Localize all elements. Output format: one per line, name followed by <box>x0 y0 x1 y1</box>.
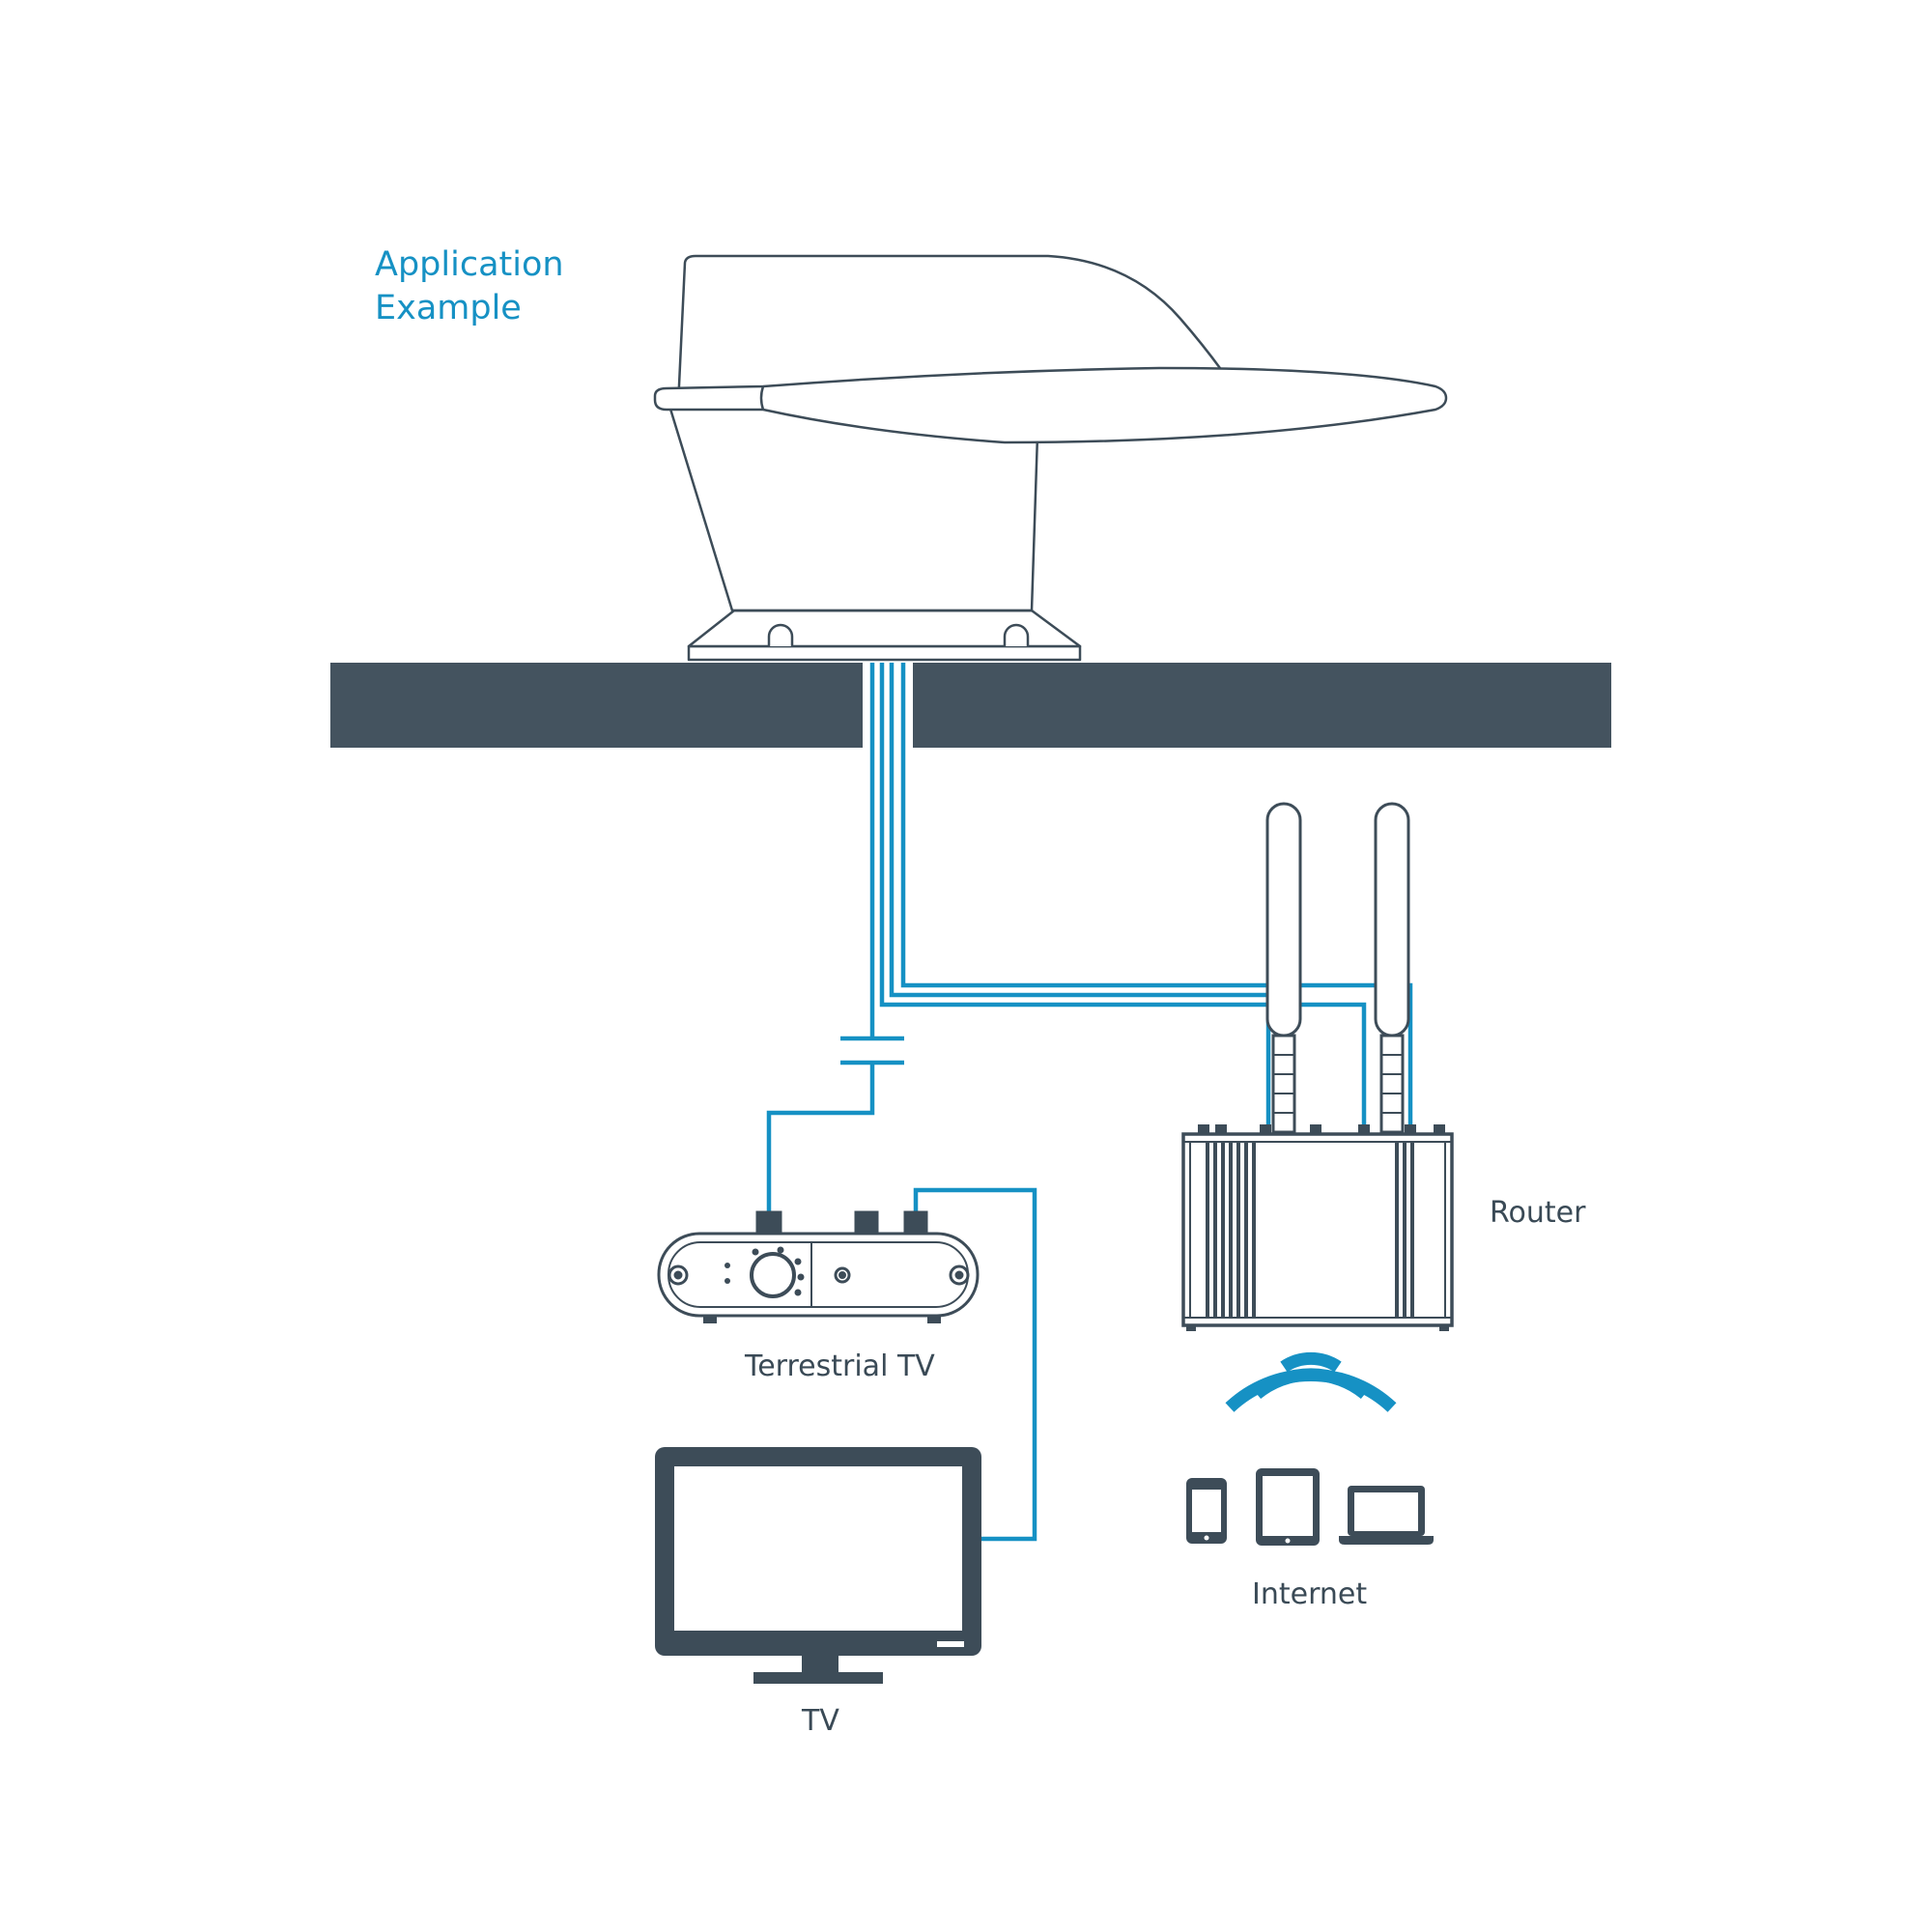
cable-to-router-3 <box>900 663 1413 1125</box>
router-heatsink-left <box>1206 1142 1256 1318</box>
router-port-6 <box>1405 1124 1416 1134</box>
tv-receiver-icon <box>657 1210 980 1323</box>
router-foot-left <box>1186 1325 1196 1331</box>
cable-receiver-to-tv <box>913 1187 1037 1542</box>
router-heatsink-right <box>1395 1142 1414 1318</box>
internet-label: Internet <box>1252 1577 1368 1611</box>
receiver-jack <box>834 1266 851 1284</box>
wifi-wave-outer <box>1225 1369 1397 1412</box>
tv-label: TV <box>802 1704 839 1738</box>
laptop-icon <box>1339 1486 1434 1545</box>
router-label: Router <box>1490 1196 1586 1230</box>
antenna-base-slot-left <box>767 623 794 646</box>
receiver-foot-left <box>703 1316 717 1323</box>
diagram-title-line-1: Application <box>375 245 564 284</box>
receiver-led-2 <box>724 1278 730 1284</box>
router-body <box>1181 1132 1454 1327</box>
receiver-knob-dot-1 <box>752 1248 759 1256</box>
router-antenna-right <box>1374 802 1410 1134</box>
tablet-icon <box>1256 1468 1320 1546</box>
antenna-base-plate <box>687 644 1082 662</box>
smartphone-icon <box>1186 1478 1227 1544</box>
router-foot-right <box>1439 1325 1449 1331</box>
roof-surface-left <box>330 663 863 748</box>
router-port-1 <box>1198 1124 1209 1134</box>
receiver-knob-dot-3 <box>794 1258 802 1265</box>
receiver-knob-dot-2 <box>777 1246 784 1254</box>
antenna-unit-icon <box>653 254 1448 662</box>
antenna-blade <box>653 366 1448 444</box>
receiver-screw-left-center <box>673 1270 683 1280</box>
receiver-foot-right <box>927 1316 941 1323</box>
receiver-knob-dot-4 <box>797 1273 805 1281</box>
router-icon <box>1181 802 1454 1331</box>
receiver-connector-2 <box>854 1210 879 1236</box>
router-port-2 <box>1215 1124 1227 1134</box>
wifi-wave-inner <box>1280 1351 1342 1373</box>
receiver-jack-center <box>838 1271 846 1279</box>
cables <box>766 663 1413 1542</box>
receiver-knob <box>750 1252 796 1298</box>
receiver-connector-1 <box>755 1210 782 1236</box>
receiver-screw-right-center <box>954 1270 964 1280</box>
receiver-led-1 <box>724 1263 730 1268</box>
antenna-base-slot-right <box>1003 623 1030 646</box>
tv-indicator <box>937 1641 964 1647</box>
receiver-screw-right <box>949 1264 970 1286</box>
cable-to-router-1 <box>879 663 1367 1125</box>
cable-to-router-2 <box>889 663 1271 1125</box>
tv-monitor-icon <box>655 1447 981 1684</box>
antenna-blade-seam <box>759 385 765 411</box>
tv-screen <box>674 1466 962 1631</box>
tv-neck <box>802 1656 838 1673</box>
wifi-icon <box>1225 1351 1397 1412</box>
router-port-7 <box>1434 1124 1445 1134</box>
receiver-screw-left <box>668 1264 689 1286</box>
receiver-knob-dot-5 <box>794 1289 802 1296</box>
receiver-connector-3 <box>903 1210 928 1236</box>
diagram-title-line-2: Example <box>375 289 522 327</box>
cable-to-tv-receiver-lower <box>766 1063 875 1212</box>
router-port-3 <box>1260 1124 1271 1134</box>
roof-surface-right <box>913 663 1611 748</box>
tv-stand <box>753 1672 883 1684</box>
router-port-4 <box>1310 1124 1321 1134</box>
terrestrial-tv-label: Terrestrial TV <box>745 1350 935 1383</box>
receiver-body-outer <box>657 1232 980 1318</box>
router-port-5 <box>1358 1124 1370 1134</box>
router-antenna-left <box>1265 802 1302 1134</box>
